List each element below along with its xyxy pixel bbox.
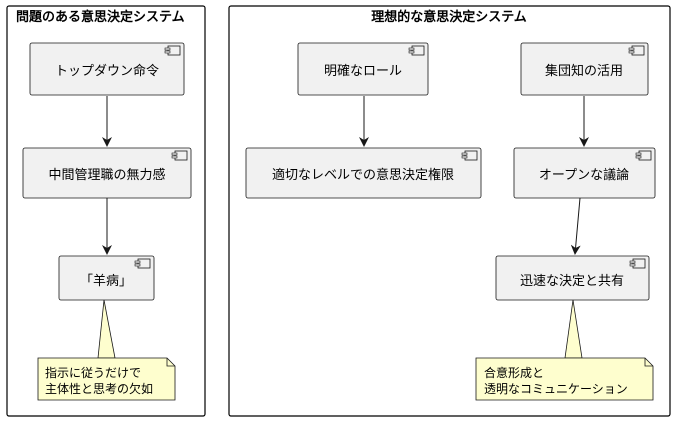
note-lack-of-initiative: 指示に従うだけで 主体性と思考の欠如 — [37, 357, 176, 401]
package-frame — [6, 5, 206, 417]
component-open-discussion: オープンな議論 — [513, 147, 656, 199]
component-label: 中間管理職の無力感 — [48, 167, 165, 183]
component-icon — [408, 45, 425, 56]
component-label: 明確なロール — [324, 63, 402, 79]
note-fold — [166, 358, 175, 367]
component-collective-intelligence: 集団知の活用 — [520, 42, 649, 96]
component-sheep-disease: 「羊病」 — [58, 255, 155, 301]
component-label: 迅速な決定と共有 — [520, 274, 624, 289]
component-fast-decision: 迅速な決定と共有 — [495, 255, 650, 301]
package-problematic: 問題のある意思決定システム — [6, 5, 206, 417]
component-icon — [171, 150, 188, 161]
component-icon — [629, 258, 646, 269]
component-icon — [461, 150, 478, 161]
component-box — [22, 147, 192, 199]
component-label: トップダウン命令 — [55, 63, 159, 79]
component-box — [495, 255, 650, 301]
note-connector — [97, 299, 116, 359]
note-line: 主体性と思考の欠如 — [45, 381, 153, 396]
note-connectors — [97, 299, 583, 359]
component-label: オープンな議論 — [539, 167, 629, 183]
component-box — [245, 147, 482, 199]
component-box — [297, 42, 429, 96]
component-decision-authority: 適切なレベルでの意思決定権限 — [245, 147, 482, 199]
note-line: 透明なコミュニケーション — [484, 382, 628, 396]
package-title: 問題のある意思決定システム — [16, 9, 185, 25]
component-clear-roles: 明確なロール — [297, 42, 429, 96]
component-icon — [635, 150, 652, 161]
component-label: 「羊病」 — [80, 273, 132, 289]
note-connector — [564, 299, 583, 359]
package-frame — [228, 5, 671, 417]
component-label: 適切なレベルでの意思決定権限 — [272, 167, 454, 183]
note-line: 指示に従うだけで — [45, 365, 141, 380]
component-label: 集団知の活用 — [545, 63, 623, 79]
component-box — [520, 42, 649, 96]
note-box — [37, 357, 176, 401]
component-middle-manager: 中間管理職の無力感 — [22, 147, 192, 199]
package-title: 理想的な意思決定システム — [371, 9, 527, 25]
component-box — [29, 42, 185, 96]
arrow — [570, 197, 581, 255]
component-box — [513, 147, 656, 199]
component-top-down-order: トップダウン命令 — [29, 42, 185, 96]
component-icon — [628, 45, 645, 56]
package-ideal: 理想的な意思決定システム — [228, 5, 671, 417]
note-consensus: 合意形成と 透明なコミュニケーション — [475, 357, 654, 401]
note-box — [475, 357, 654, 401]
note-line: 合意形成と — [484, 365, 544, 380]
component-icon — [134, 258, 151, 269]
component-box — [58, 255, 155, 301]
component-icon — [164, 45, 181, 56]
note-fold — [644, 358, 653, 367]
arrows — [102, 96, 589, 255]
